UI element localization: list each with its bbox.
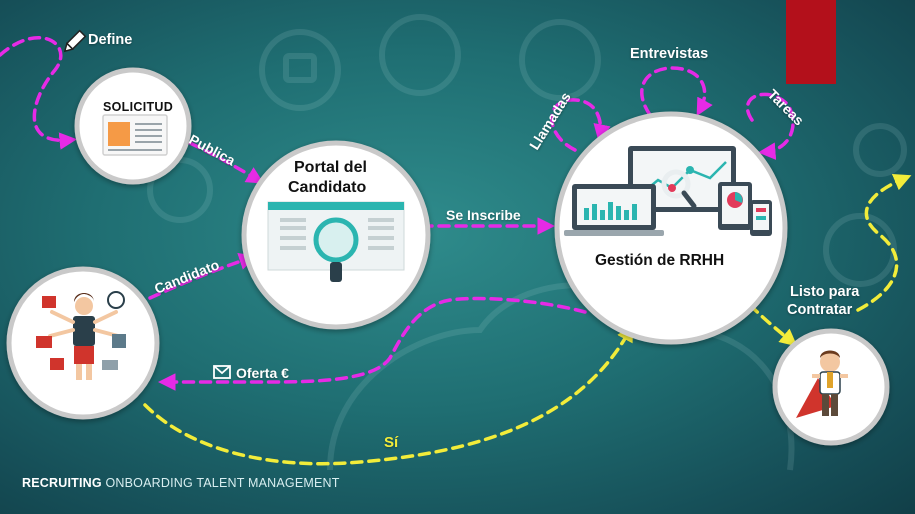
node-solicitud — [74, 67, 192, 185]
gestion-label: Gestión de RRHH — [595, 252, 725, 269]
envelope-icon — [213, 365, 231, 379]
node-contratar — [772, 328, 890, 446]
edge-label-define: Define — [88, 32, 133, 48]
node-candidatos — [6, 266, 160, 420]
edge-llamadas-loop — [550, 98, 611, 152]
edge-to-contratar — [748, 303, 798, 347]
contratar-label-line2: Contratar — [787, 302, 853, 318]
edge-label-se-inscribe: Se Inscribe — [446, 207, 521, 223]
edge-define-loop — [0, 36, 77, 150]
portal-label-line2: Candidato — [288, 179, 367, 196]
accent-tab — [786, 0, 836, 84]
edge-publica — [188, 141, 265, 184]
solicitud-label: SOLICITUD — [103, 100, 174, 114]
node-portal — [241, 140, 431, 330]
edge-label-si: Sí — [384, 434, 399, 451]
footer-tagline: RECRUITING ONBOARDING TALENT MANAGEMENT — [22, 476, 340, 490]
edge-tareas-loop — [745, 92, 795, 160]
edge-label-entrevistas: Entrevistas — [630, 46, 709, 62]
edge-candidato — [148, 253, 257, 300]
pencil-icon — [63, 29, 87, 53]
edge-si — [143, 323, 634, 466]
portal-label-line1: Portal del — [294, 159, 367, 176]
footer-bold: RECRUITING — [22, 476, 102, 490]
edge-label-oferta: Oferta € — [236, 365, 289, 381]
contratar-label-line1: Listo para — [790, 284, 860, 300]
edge-oferta — [158, 296, 587, 391]
edge-entrevistas-loop — [640, 66, 713, 117]
edge-exit — [856, 174, 912, 312]
footer-rest: ONBOARDING TALENT MANAGEMENT — [105, 476, 340, 490]
node-gestion — [554, 111, 788, 345]
